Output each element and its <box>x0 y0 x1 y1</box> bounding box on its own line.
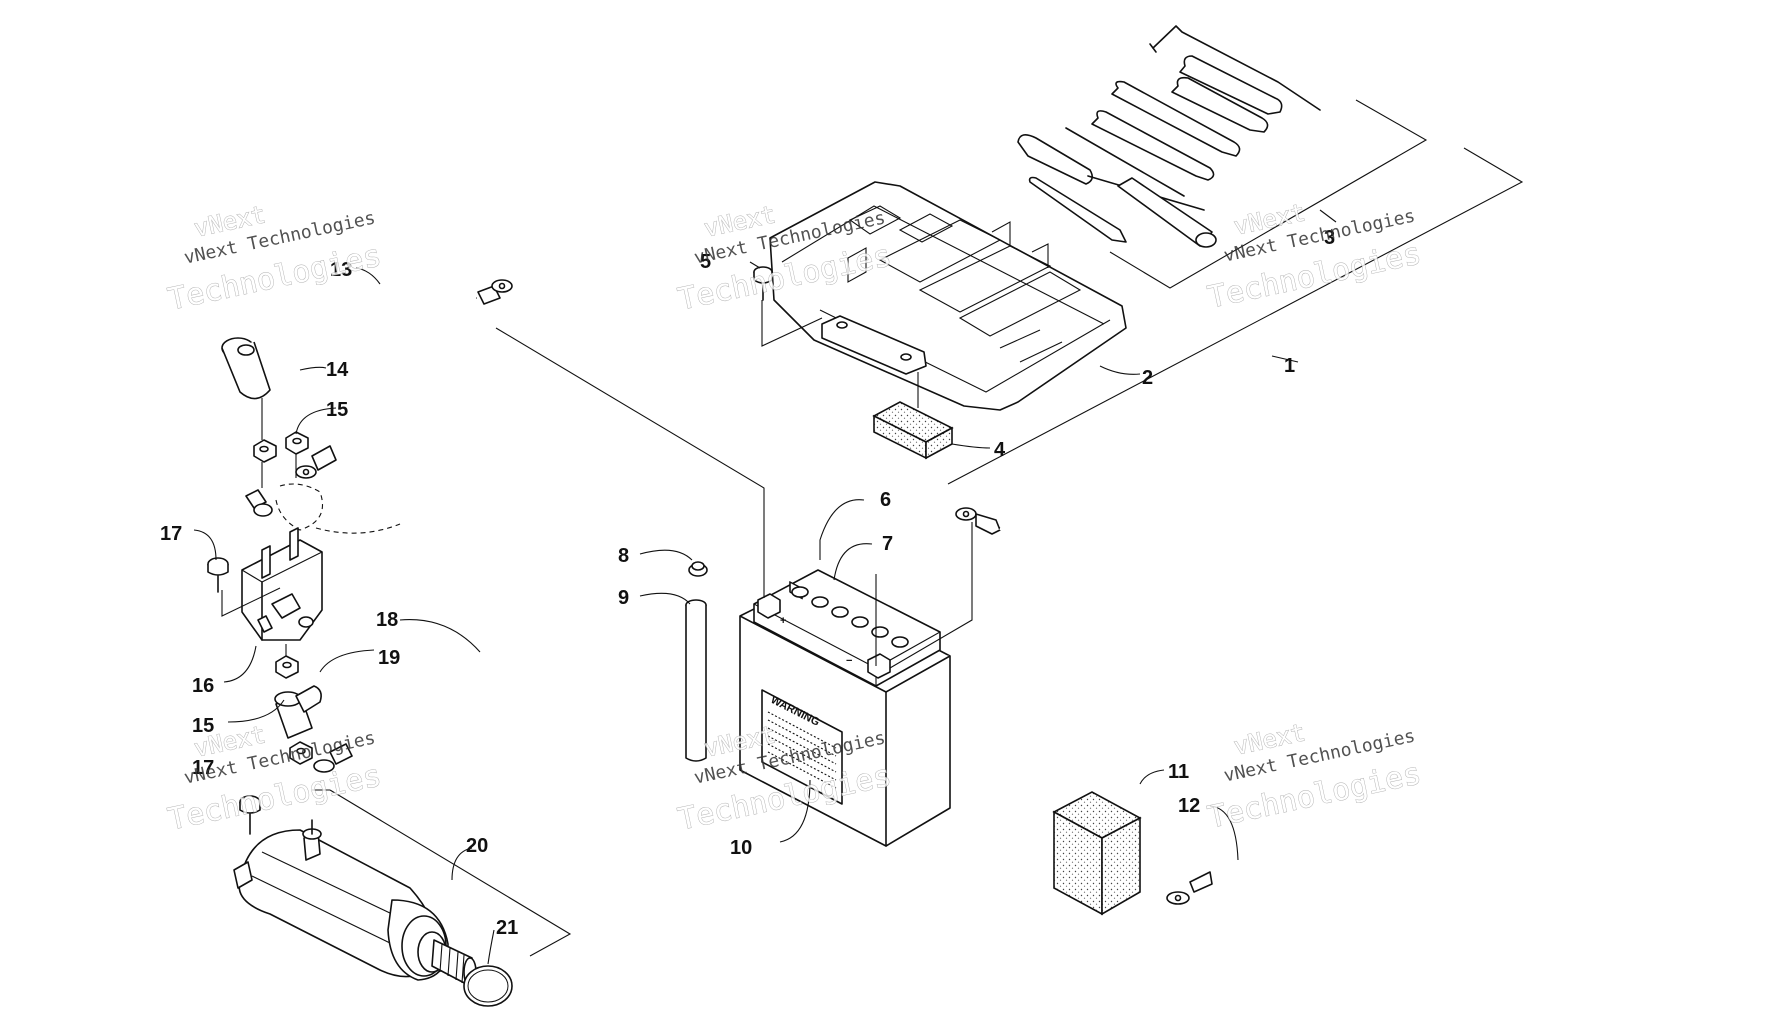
foam-block-4 <box>872 401 954 460</box>
starter-cable-18 <box>295 434 507 773</box>
watermark-6: vNext vNext Technologies Technologies <box>1204 718 1424 836</box>
callout-15-top: 15 <box>326 399 348 421</box>
callout-13: 13 <box>330 259 352 281</box>
starter-motor-20 <box>233 789 572 987</box>
tool-kit <box>1017 25 1428 289</box>
battery-plus-sign: + <box>780 615 786 627</box>
watermark-3: vNext vNext Technologies Technologies <box>1204 198 1424 316</box>
callout-2: 2 <box>1142 367 1153 389</box>
bolt-17-top <box>207 557 229 593</box>
callout-21: 21 <box>496 917 518 939</box>
starter-solenoid-16 <box>221 527 323 641</box>
negative-cable-12 <box>955 507 1273 905</box>
callout-5: 5 <box>700 251 711 273</box>
terminal-boot-19 <box>274 685 322 739</box>
callout-19: 19 <box>378 647 400 669</box>
callout-8: 8 <box>618 545 629 567</box>
watermark-4: vNext vNext Technologies Technologies <box>165 720 385 838</box>
callout-17-top: 17 <box>160 523 182 545</box>
clamp-8 <box>688 561 708 577</box>
screw-5 <box>753 266 773 301</box>
ghost-cable-lead <box>315 523 401 534</box>
battery-minus-sign: − <box>846 655 852 667</box>
callout-3: 3 <box>1324 227 1335 249</box>
bolt-17-bottom <box>239 795 261 835</box>
assembly-bracket-1 <box>947 147 1524 485</box>
callout-11: 11 <box>1168 761 1189 783</box>
callout-9: 9 <box>618 587 629 609</box>
callout-17-bottom: 17 <box>192 757 214 779</box>
tool-tray <box>761 181 1127 411</box>
callout-14: 14 <box>326 359 349 381</box>
nut-15-bottom <box>275 644 299 679</box>
callout-15-bottom: 15 <box>192 715 214 737</box>
nuts-15-top <box>253 431 309 488</box>
callout-6: 6 <box>880 489 891 511</box>
nut-15-lower <box>289 741 313 765</box>
o-ring-21 <box>463 965 513 1007</box>
foam-block-11 <box>1052 791 1142 916</box>
battery: + − WARNING <box>739 569 951 847</box>
negative-routing-line <box>889 522 973 669</box>
callout-4: 4 <box>994 439 1006 461</box>
callout-12: 12 <box>1178 795 1200 817</box>
callout-18: 18 <box>376 609 398 631</box>
ghost-cable-ring <box>275 483 324 531</box>
positive-cable-13 <box>160 279 513 517</box>
callout-10: 10 <box>730 837 752 859</box>
callout-16: 16 <box>192 675 214 697</box>
cable-routing-line <box>495 327 765 598</box>
terminal-boot-14 <box>221 337 271 440</box>
vent-hose-9 <box>685 599 707 762</box>
callout-1: 1 <box>1284 355 1295 377</box>
callout-20: 20 <box>466 835 488 857</box>
callout-leaders <box>193 209 1337 965</box>
callout-7: 7 <box>882 533 893 555</box>
